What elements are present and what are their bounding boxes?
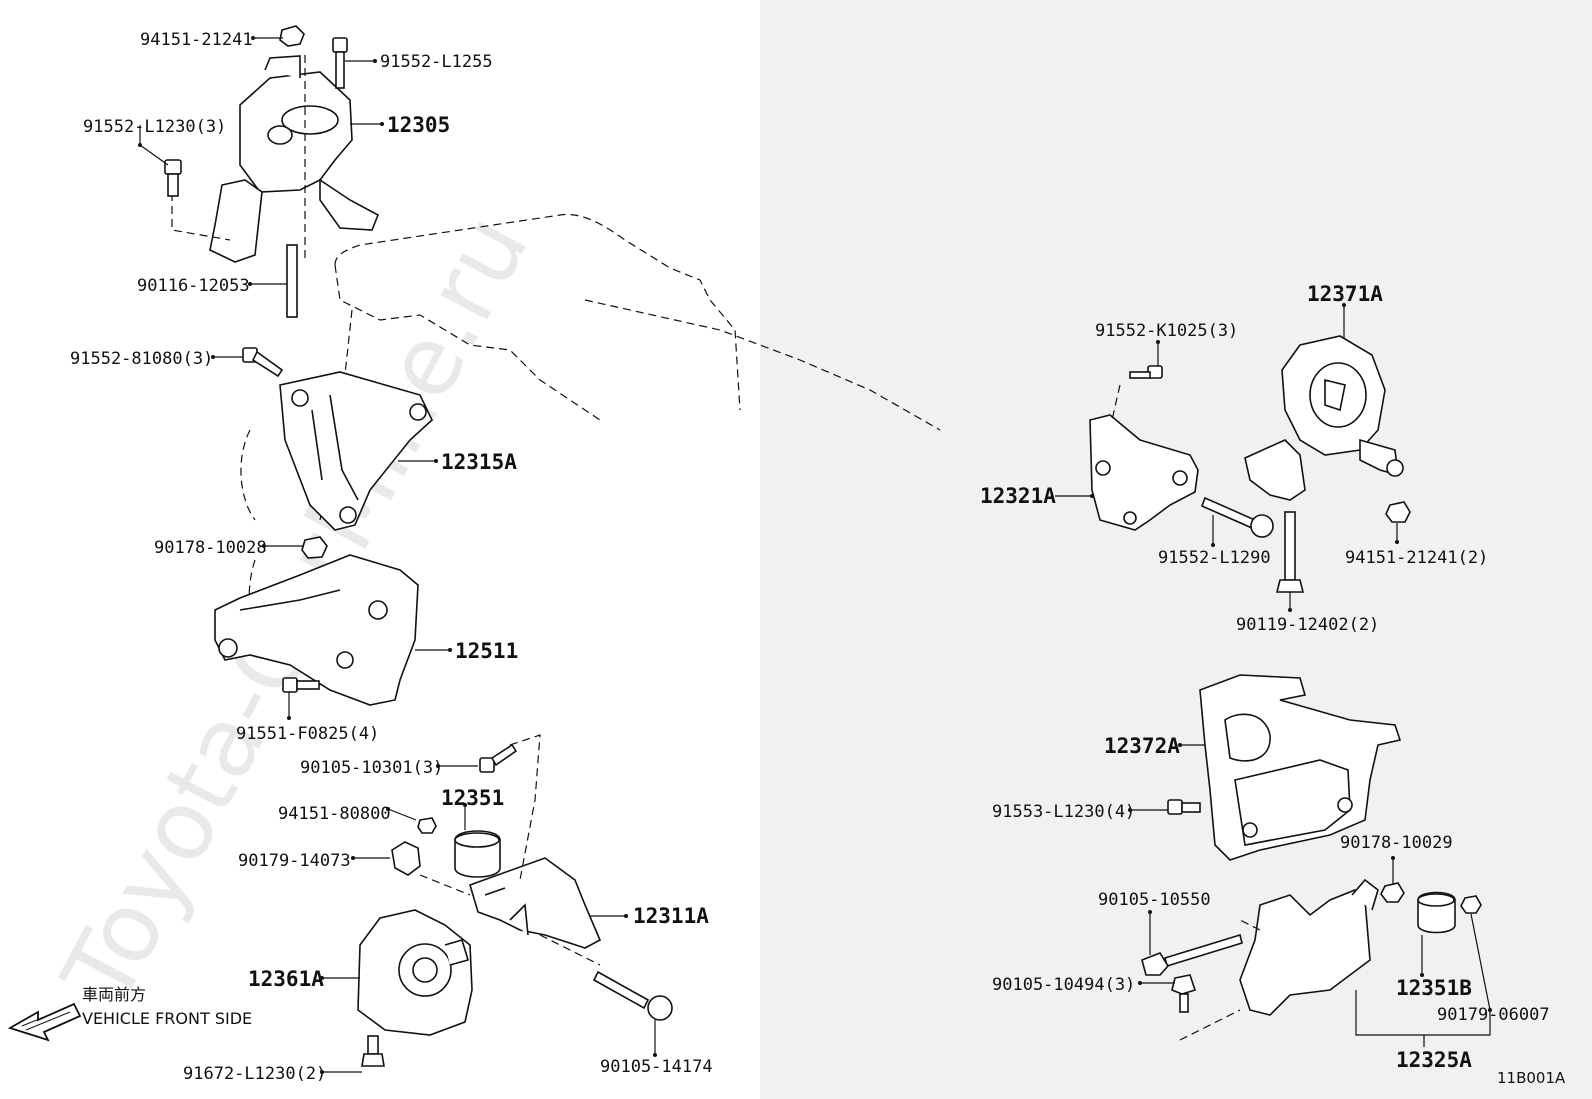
label-94151-21241: 94151-21241 (140, 30, 253, 50)
bracket-12315A (279, 371, 433, 531)
dashed-guide-a (509, 734, 541, 881)
stopper-12351-part (454, 830, 501, 878)
bolt-91552-K1025-part (1129, 365, 1163, 379)
label-12315A: 12315A (441, 450, 517, 474)
nut-94151-21241-part (279, 25, 305, 47)
nut-90179-14073-part (391, 841, 421, 876)
bolt-90119-12402-part (1275, 511, 1305, 593)
label-12511: 12511 (455, 639, 518, 663)
label-91551-F0825-4: 91551-F0825(4) (236, 724, 379, 744)
nut-94151-21241-2-part (1385, 501, 1411, 523)
bolt-90105-14174-part (592, 970, 673, 1021)
bolt-91552-L1255-part (332, 37, 348, 89)
label-90119-12402-2: 90119-12402(2) (1236, 615, 1379, 635)
bracket-12325A (1179, 878, 1379, 1041)
label-12361A: 12361A (248, 967, 324, 991)
label-90178-10029: 90178-10029 (1340, 833, 1453, 853)
label-90179-14073: 90179-14073 (238, 851, 351, 871)
label-91553-L1230-4: 91553-L1230(4) (992, 802, 1135, 822)
bolt-90105-10494-part (1171, 974, 1197, 1013)
label-91552-L1290: 91552-L1290 (1158, 548, 1271, 568)
bolt-91552-81080-part (242, 347, 284, 378)
diagram-code: 11B001A (1497, 1069, 1566, 1087)
front-direction-label-jp: 車両前方 (82, 985, 146, 1004)
label-12325A: 12325A (1396, 1048, 1472, 1072)
right-leader-lines (1055, 303, 1492, 1047)
label-90116-12053: 90116-12053 (137, 276, 250, 296)
engine-mount-insulator-12305 (171, 55, 380, 263)
label-12311A: 12311A (633, 904, 709, 928)
bolt-91551-F0825-part (282, 677, 320, 693)
label-12372A: 12372A (1104, 734, 1180, 758)
bracket-12311A (469, 857, 602, 949)
label-91552-K1025-3: 91552-K1025(3) (1095, 321, 1238, 341)
stud-90116-12053-part (286, 244, 298, 318)
label-12371A: 12371A (1307, 282, 1383, 306)
label-91552-L1230-3: 91552-L1230(3) (83, 117, 226, 137)
dashed-guide-b (419, 874, 471, 896)
left-leader-lines (138, 36, 657, 1074)
bolt-90105-10550-part (1141, 933, 1243, 976)
label-90105-10550: 90105-10550 (1098, 890, 1211, 910)
label-90178-10028: 90178-10028 (154, 538, 267, 558)
nut-94151-80800-part (417, 817, 437, 834)
bolt-91672-L1230-part (361, 1035, 385, 1067)
label-90105-14174: 90105-14174 (600, 1057, 713, 1077)
label-12351: 12351 (441, 786, 504, 810)
label-94151-80800: 94151-80800 (278, 804, 391, 824)
label-12351B: 12351B (1396, 976, 1472, 1000)
label-94151-21241-2: 94151-21241(2) (1345, 548, 1488, 568)
label-91552-L1255: 91552-L1255 (380, 52, 493, 72)
label-12305: 12305 (387, 113, 450, 137)
bracket-12511 (214, 554, 419, 706)
dashed-guide-c (539, 934, 601, 966)
label-12321A: 12321A (980, 484, 1056, 508)
bracket-12372A (1199, 674, 1402, 861)
label-90105-10494-3: 90105-10494(3) (992, 975, 1135, 995)
label-90105-10301-3: 90105-10301(3) (300, 758, 443, 778)
label-90179-06007: 90179-06007 (1437, 1005, 1550, 1025)
front-direction-label-en: VEHICLE FRONT SIDE (82, 1009, 252, 1028)
bolt-91553-L1230-part (1167, 799, 1201, 815)
front-direction-arrow-icon (7, 1002, 82, 1042)
mount-12371A (1244, 335, 1404, 501)
bolt-90105-10301-part (479, 743, 518, 773)
nut-90178-10029-part (1380, 882, 1405, 903)
stopper-12351B-part (1417, 891, 1456, 934)
mount-12361A (357, 909, 473, 1036)
bracket-12321A (1089, 384, 1199, 531)
nut-90178-10028-part (301, 536, 328, 559)
bolt-91552-L1290-part (1200, 496, 1274, 538)
bolt-91552-L1230-part (164, 159, 182, 197)
label-91672-L1230-2: 91672-L1230(2) (183, 1064, 326, 1084)
label-91552-81080-3: 91552-81080(3) (70, 349, 213, 369)
nut-90179-06007-part (1460, 895, 1482, 914)
